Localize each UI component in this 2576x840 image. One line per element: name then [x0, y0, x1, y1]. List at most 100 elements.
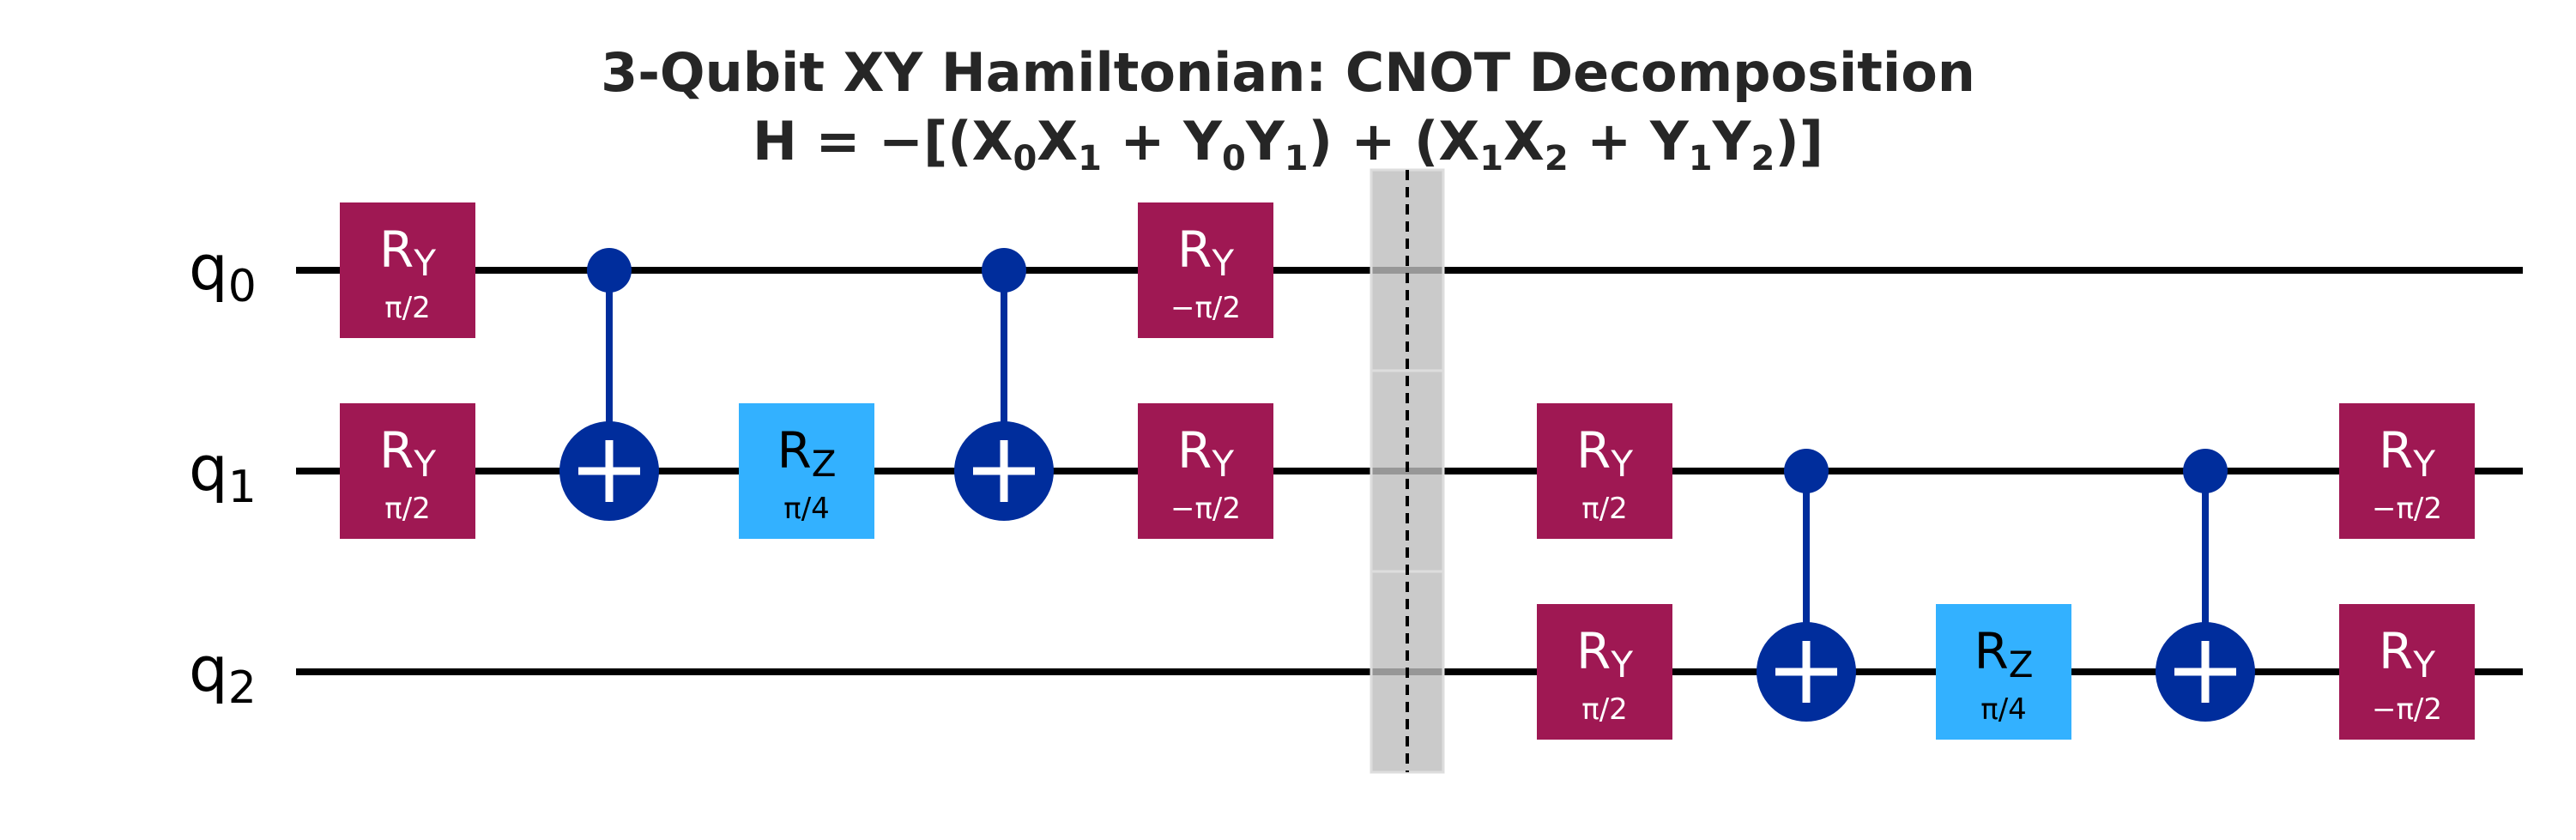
gate-box: [1936, 604, 2071, 740]
gate-name: RY: [1177, 221, 1234, 284]
ry-gate: RY −π/2: [1138, 403, 1273, 539]
gate-axis: Y: [1211, 443, 1234, 485]
qubit-name: q: [189, 232, 228, 304]
gate-box: [2339, 403, 2475, 539]
qubit-label: q2: [189, 633, 257, 714]
formula-text: H: [753, 110, 797, 172]
control-dot: [982, 248, 1026, 293]
gate-parameter: π/2: [1581, 692, 1628, 727]
gate-base: R: [379, 421, 414, 480]
target-plus: [2156, 622, 2255, 722]
gate-axis: Z: [812, 443, 837, 485]
gate-name: RY: [379, 421, 436, 485]
ry-gate: RYπ/2: [1537, 604, 1672, 740]
formula-text: Y: [1245, 110, 1285, 172]
formula-subscript: 2: [1751, 139, 1775, 178]
gate-box: [1138, 403, 1273, 539]
gate-base: R: [1576, 421, 1611, 480]
formula-text: +: [1102, 110, 1183, 172]
gate-name: RY: [379, 221, 436, 284]
gate-parameter: π/4: [783, 492, 830, 526]
control-dot: [587, 248, 632, 293]
barrier: [1370, 168, 1445, 774]
formula-subscript: 2: [1545, 139, 1569, 178]
gate-axis: Y: [1211, 242, 1234, 284]
formula-text: Y: [1649, 110, 1690, 172]
ry-gate: RY−π/2: [2339, 604, 2475, 740]
gate-base: R: [2379, 622, 2413, 680]
rz-gate: RZπ/4: [739, 403, 874, 539]
formula-subscript: 0: [1013, 139, 1037, 178]
qubit-label: q0: [189, 232, 257, 312]
target-plus: [1757, 622, 1856, 722]
qubit-index: 0: [228, 261, 257, 312]
ry-gate: RYπ/2: [1537, 403, 1672, 539]
gate-name: RY: [2379, 421, 2435, 485]
formula-text: X: [1037, 110, 1078, 172]
gate-parameter: −π/2: [2372, 492, 2442, 526]
gate-base: R: [379, 221, 414, 279]
formula-subscript: 1: [1689, 139, 1713, 178]
cnot-gate: [559, 248, 659, 521]
gate-box: [340, 403, 475, 539]
gate-axis: Y: [413, 443, 436, 485]
gate-parameter: π/2: [384, 291, 431, 325]
gate-axis: Y: [413, 242, 436, 284]
target-plus: [954, 421, 1054, 521]
formula-text: X: [1438, 110, 1479, 172]
formula-subscript: 1: [1479, 139, 1503, 178]
gate-base: R: [1177, 221, 1212, 279]
hamiltonian-formula: H = −[(X0X1 + Y0Y1) + (X1X2 + Y1Y2)]: [753, 110, 1823, 178]
gate-parameter: π/4: [1980, 692, 2027, 727]
formula-text: X: [972, 110, 1013, 172]
gate-parameter: −π/2: [1170, 291, 1241, 325]
gate-axis: Y: [2412, 644, 2435, 686]
gate-axis: Y: [1610, 443, 1633, 485]
gate-box: [2339, 604, 2475, 740]
qubit-index: 1: [228, 462, 257, 513]
gate-name: RY: [2379, 622, 2435, 686]
formula-text: Y: [1182, 110, 1223, 172]
formula-text: )]: [1775, 110, 1823, 172]
ry-gate: RYπ/2: [340, 202, 475, 338]
control-dot: [1784, 449, 1829, 493]
formula-text: +: [1569, 110, 1650, 172]
cnot-gate: [954, 248, 1054, 521]
gate-name: RY: [1177, 421, 1234, 485]
gate-base: R: [1576, 622, 1611, 680]
gate-box: [739, 403, 874, 539]
formula-text: ) + (: [1309, 110, 1439, 172]
gate-parameter: −π/2: [1170, 492, 1241, 526]
gate-box: [1138, 202, 1273, 338]
qubit-name: q: [189, 432, 228, 505]
formula-text: = −[(: [797, 110, 972, 172]
barrier-segment: [1370, 168, 1445, 372]
formula-subscript: 0: [1222, 139, 1246, 178]
gate-box: [1537, 403, 1672, 539]
ry-gate: RY −π/2: [1138, 202, 1273, 338]
gate-base: R: [2379, 421, 2413, 480]
gate-base: R: [1974, 622, 2008, 680]
gate-name: RZ: [1974, 622, 2033, 686]
gate-name: RY: [1576, 421, 1633, 485]
formula-subscript: 1: [1285, 139, 1309, 178]
gate-box: [1537, 604, 1672, 740]
formula-text: Y: [1712, 110, 1752, 172]
cnot-gate: [1757, 449, 1856, 722]
target-plus: [559, 421, 659, 521]
gate-box: [340, 202, 475, 338]
gate-parameter: π/2: [1581, 492, 1628, 526]
circuit-operations: RYπ/2RYπ/2RZπ/4RY−π/2RY−π/2RYπ/2RYπ/2RZπ…: [340, 168, 2475, 774]
gate-name: RY: [1576, 622, 1633, 686]
cnot-gate: [2156, 449, 2255, 722]
rz-gate: RZπ/4: [1936, 604, 2071, 740]
ry-gate: RYπ/2: [340, 403, 475, 539]
formula-text: X: [1503, 110, 1545, 172]
gate-axis: Z: [2009, 644, 2034, 686]
formula-subscript: 1: [1078, 139, 1102, 178]
qubit-index: 2: [228, 662, 257, 714]
gate-axis: Y: [2412, 443, 2435, 485]
gate-axis: Y: [1610, 644, 1633, 686]
